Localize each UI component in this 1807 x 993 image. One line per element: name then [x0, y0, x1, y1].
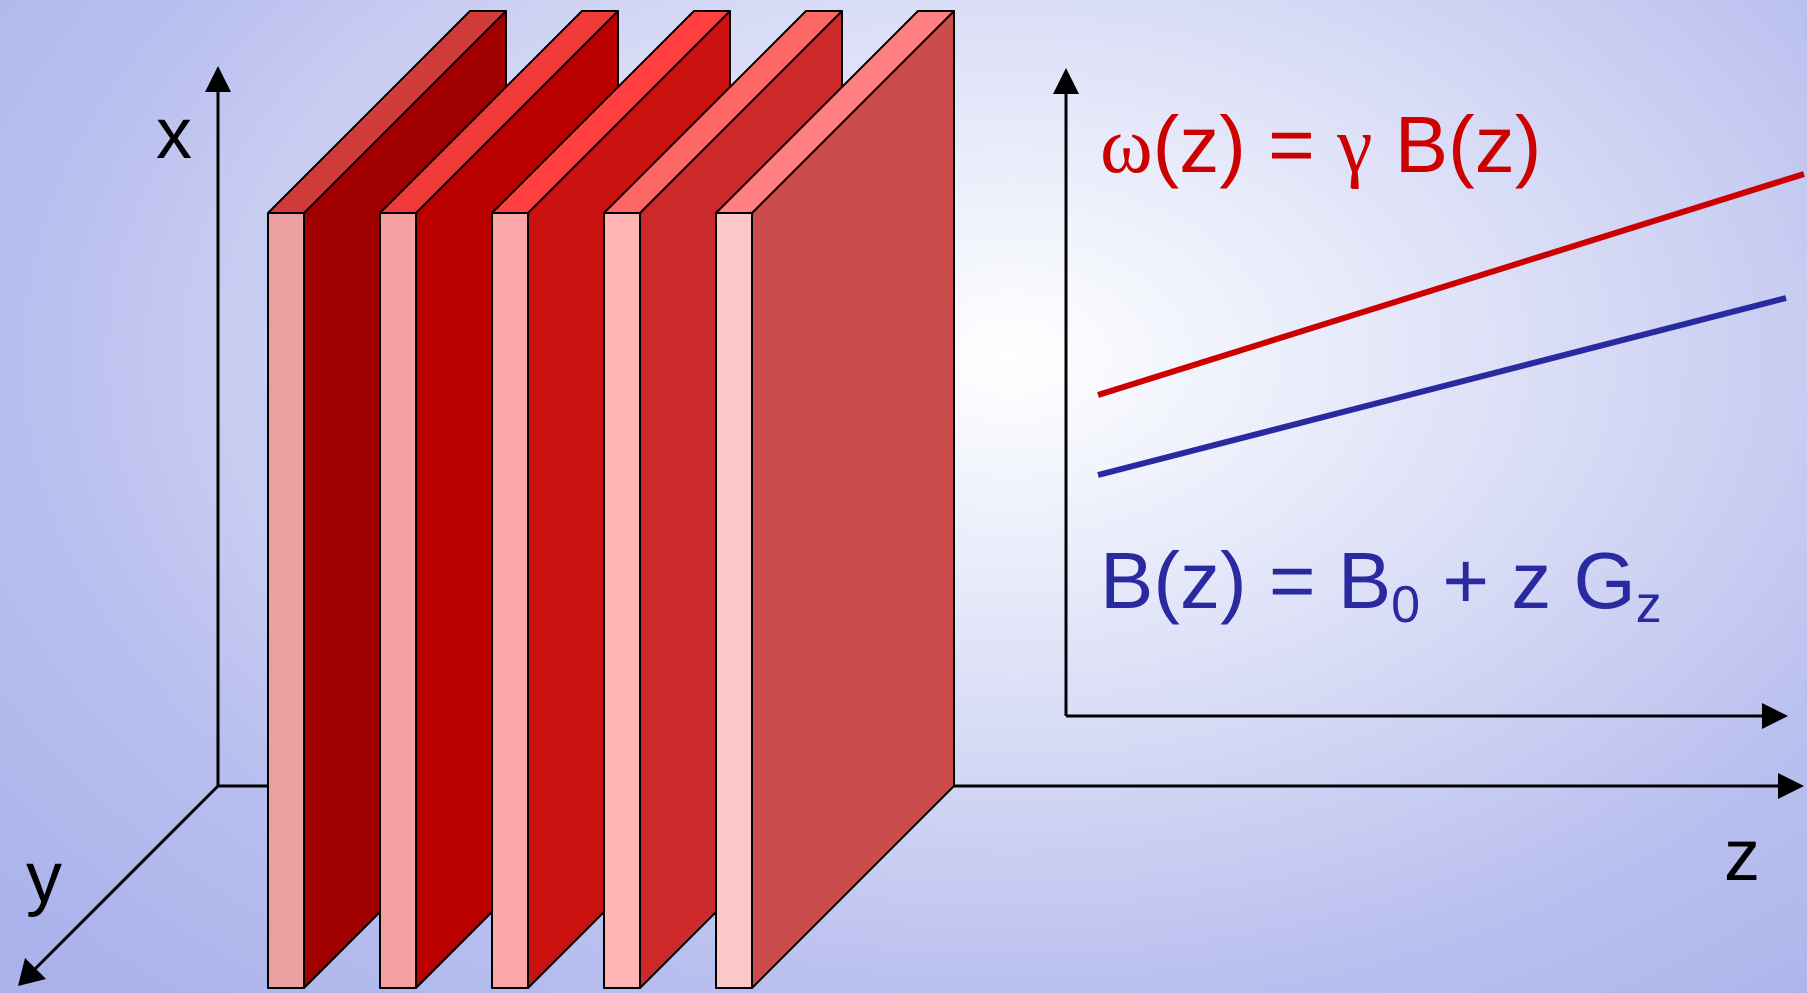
inset-axes	[1064, 94, 1762, 718]
slab-front	[491, 212, 529, 989]
omega-equals: =	[1246, 100, 1337, 189]
x-axis-arrowhead	[205, 66, 231, 92]
z-axis-label: z	[1724, 816, 1760, 896]
inset-horizontal-arrowhead	[1762, 703, 1788, 729]
inset-vertical-arrowhead	[1053, 68, 1079, 94]
x-axis-label: x	[156, 94, 192, 174]
field-mid: + z G	[1420, 536, 1636, 625]
axis-arrowheads	[18, 66, 1804, 986]
z-axis-arrowhead	[1778, 773, 1804, 799]
y-axis-label: y	[26, 838, 62, 918]
omega-line	[1097, 171, 1805, 398]
y-axis	[33, 784, 220, 971]
slab-front	[603, 212, 641, 989]
omega-symbol: ω	[1100, 102, 1153, 190]
field-line	[1097, 295, 1787, 478]
omega-equation: ω(z) = γ B(z)	[1100, 100, 1541, 190]
omega-argument: (z)	[1153, 100, 1246, 189]
b0-subscript: 0	[1391, 576, 1420, 634]
gamma-symbol: γ	[1336, 102, 1372, 190]
slab-stack	[267, 10, 955, 989]
y-axis-arrowhead	[18, 958, 46, 986]
slab-front	[379, 212, 417, 989]
omega-rhs: B(z)	[1372, 100, 1541, 189]
slab-front	[715, 212, 753, 989]
field-lhs: B(z) = B	[1100, 536, 1391, 625]
slab-5	[715, 10, 955, 989]
field-equation: B(z) = B0 + z Gz	[1100, 536, 1662, 634]
gz-subscript: z	[1636, 576, 1662, 634]
slab-front	[267, 212, 305, 989]
inset-arrowheads	[1053, 68, 1788, 729]
